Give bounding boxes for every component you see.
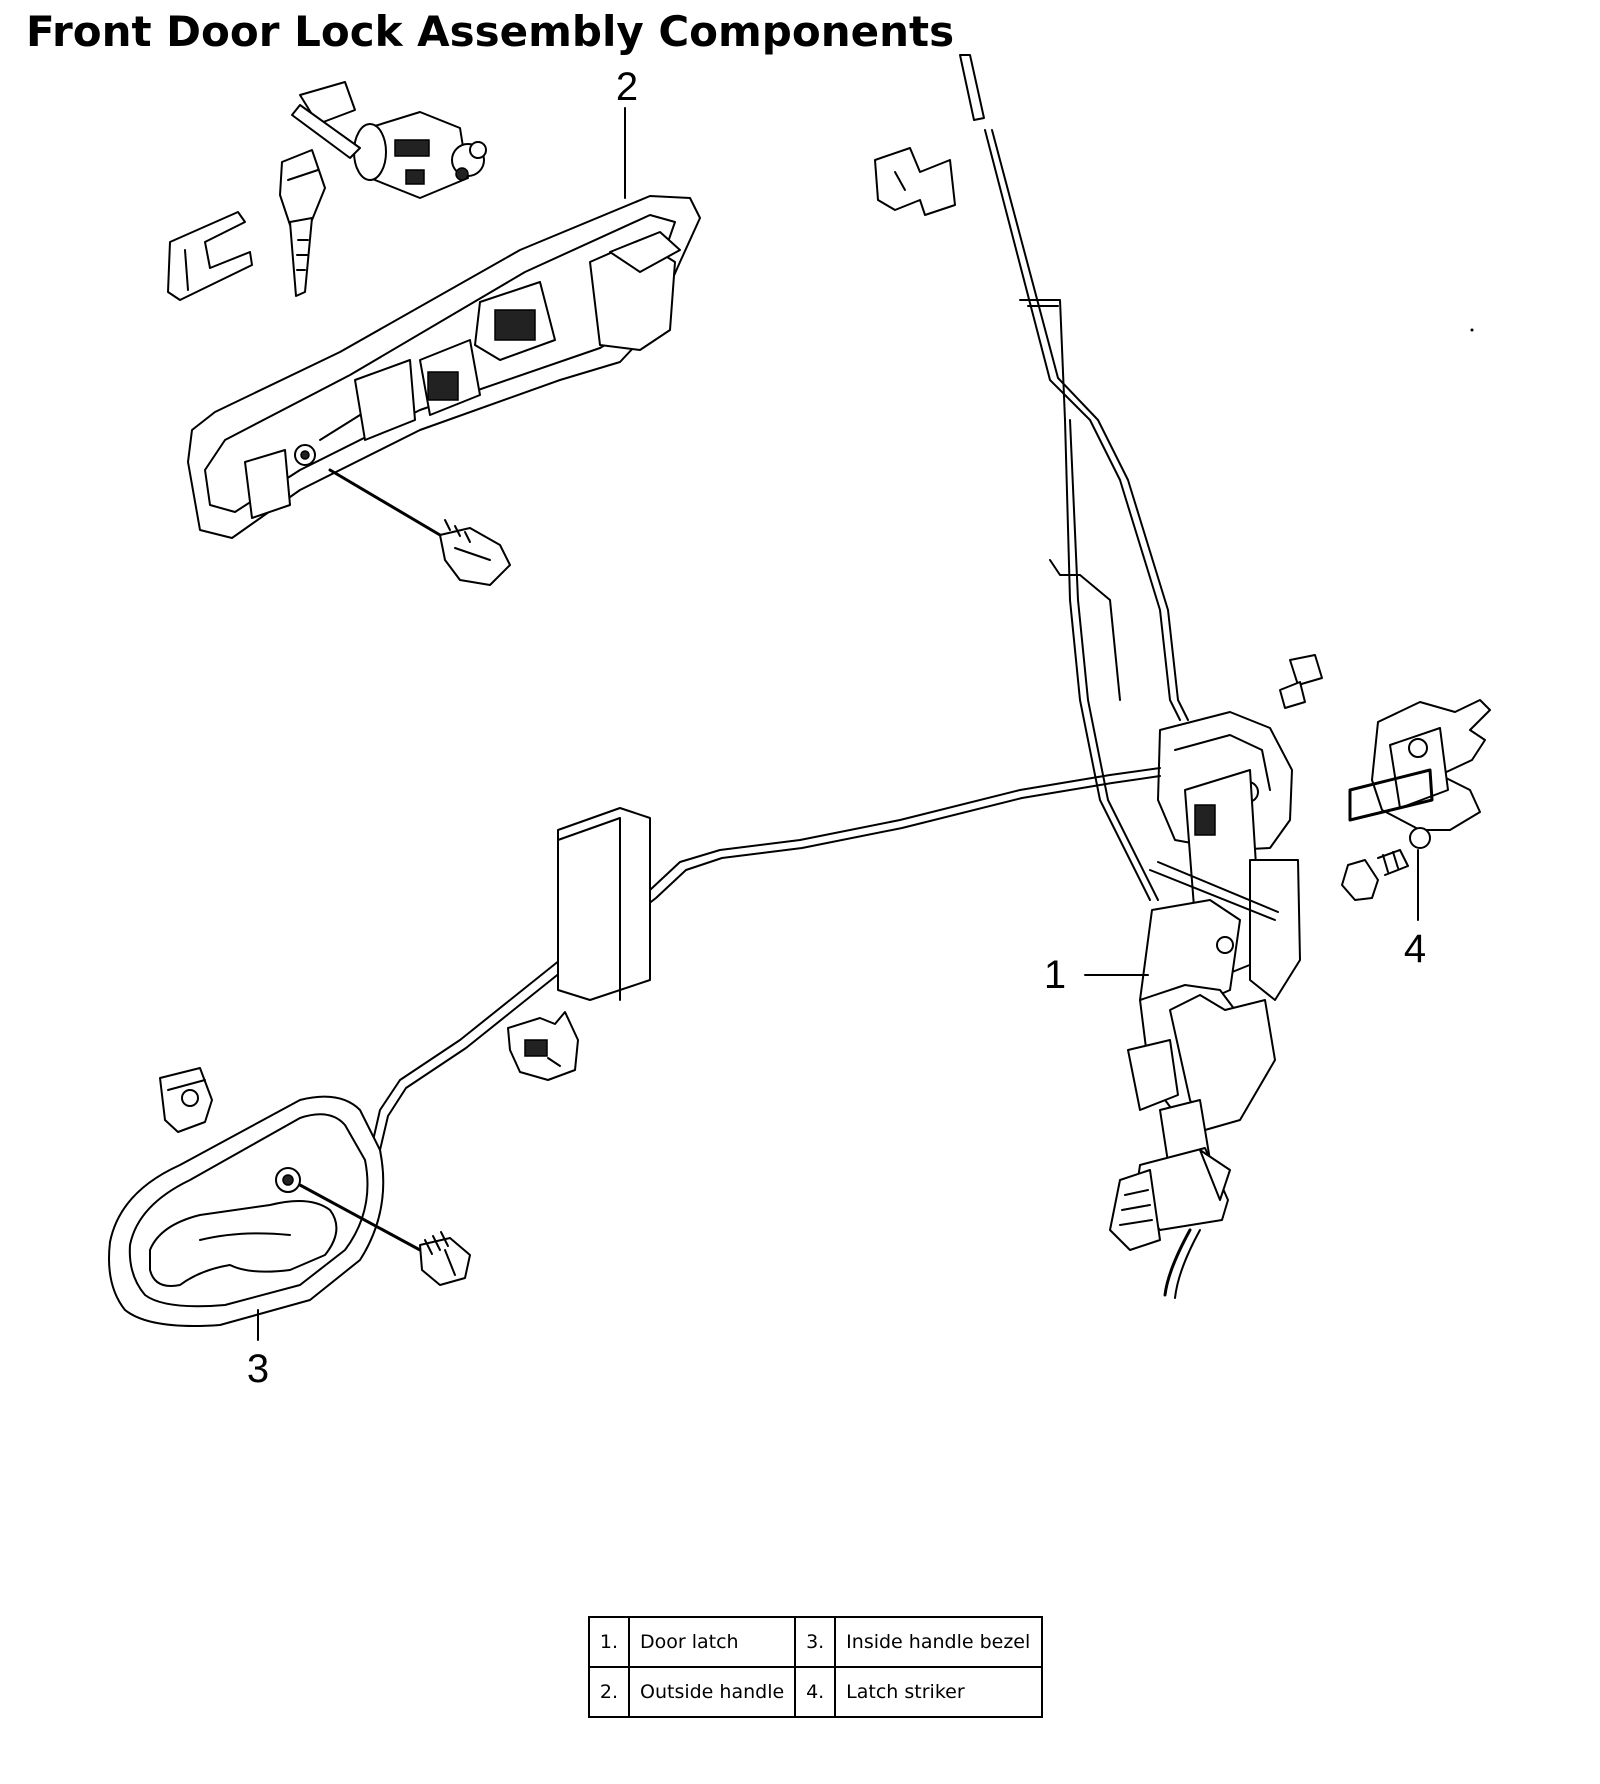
- legend-number: 4.: [794, 1666, 837, 1718]
- callout-1: 1: [1044, 953, 1066, 997]
- parts-legend-table: 1. Door latch 3. Inside handle bezel 2. …: [588, 1616, 1044, 1718]
- door-latch-assembly: [1109, 711, 1301, 1299]
- legend-label: Door latch: [627, 1616, 797, 1668]
- page-title: Front Door Lock Assembly Components: [26, 7, 955, 56]
- legend-label: Inside handle bezel: [834, 1616, 1044, 1668]
- rod-clip-left: [159, 1067, 213, 1133]
- legend-number: 1.: [588, 1616, 630, 1668]
- callout-2: 2: [616, 65, 638, 109]
- inside-handle-rod: [371, 767, 1161, 1151]
- pad-block: [557, 807, 651, 1001]
- rod-clip-top: [874, 147, 956, 216]
- table-row: 2. Outside handle 4. Latch striker: [588, 1666, 1044, 1718]
- inside-handle-bezel: [108, 1095, 471, 1327]
- legend-label: Outside handle: [627, 1666, 797, 1718]
- lock-rods: [959, 54, 1189, 901]
- legend-number: 3.: [794, 1616, 837, 1668]
- table-row: 1. Door latch 3. Inside handle bezel: [588, 1616, 1044, 1668]
- callout-leaders: [257, 107, 1419, 1341]
- legend-label: Latch striker: [834, 1666, 1044, 1718]
- callout-3: 3: [247, 1347, 269, 1391]
- rod-clip-middle: [507, 1011, 579, 1081]
- callout-4: 4: [1404, 927, 1426, 971]
- legend-number: 2.: [588, 1666, 630, 1718]
- speck: [1470, 328, 1474, 332]
- outside-handle-assembly: [167, 81, 701, 586]
- latch-striker: [1279, 654, 1491, 901]
